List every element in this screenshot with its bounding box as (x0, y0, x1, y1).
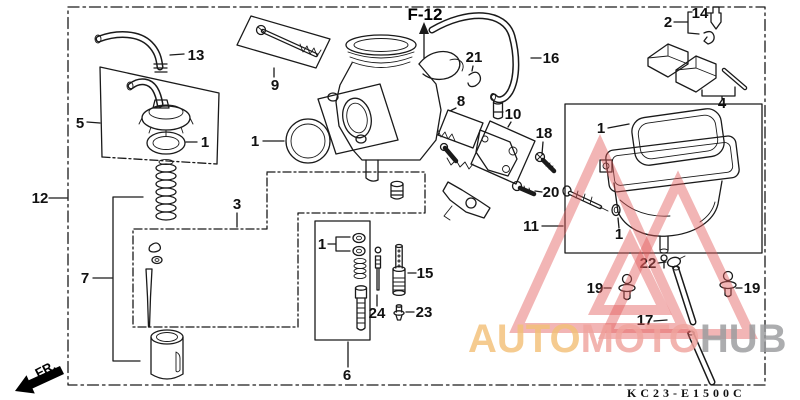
jet-needle-set (145, 242, 163, 328)
part-23-jet (393, 304, 405, 321)
part-15-needle-jet (392, 243, 406, 297)
callout-6: 6 (343, 367, 351, 384)
callout-23: 23 (416, 304, 433, 321)
section-ref-label: F-12 (408, 5, 443, 24)
watermark-text-auto: AUTO (468, 317, 581, 361)
watermark-triangle-large (509, 133, 691, 333)
part-18-screw (534, 151, 557, 174)
part-19-screw-left (618, 273, 636, 301)
part-14-float-valve (710, 6, 722, 30)
callout-12: 12 (32, 190, 49, 207)
callout-4: 4 (718, 95, 727, 112)
part-8-lever-set (437, 109, 491, 221)
part-17-drain-tubes (672, 265, 716, 386)
callout-21: 21 (466, 49, 483, 66)
part-13-pipe (94, 31, 168, 73)
callout-14: 14 (692, 5, 709, 22)
part-6-jet-set (314, 220, 371, 341)
callout-20: 20 (543, 184, 560, 201)
callout-labels: 13 5 1 9 F-12 12 7 3 1 21 16 8 10 18 20 … (32, 5, 761, 384)
watermark: AUTOMOTOHUB (468, 133, 787, 361)
callout-18: 18 (536, 125, 553, 142)
part-21-clip (467, 71, 482, 88)
part-5-cap-assembly (99, 66, 220, 165)
callout-19-right: 19 (744, 280, 761, 297)
callout-1-drain-oring: 1 (615, 226, 623, 243)
callout-15: 15 (417, 265, 434, 282)
callout-16: 16 (543, 50, 560, 67)
part-16-hose (428, 12, 520, 104)
callout-1-flange-oring: 1 (251, 133, 259, 150)
part-2-clip (703, 30, 715, 45)
callout-1-jet-washers: 1 (318, 236, 326, 253)
callout-5: 5 (76, 115, 84, 132)
watermark-text-hub: HUB (700, 317, 787, 361)
callout-10: 10 (505, 106, 522, 123)
section-ref-arrow (419, 22, 429, 59)
part-19-screw-right (719, 270, 737, 298)
part-3-region (132, 171, 426, 328)
watermark-triangle-small (588, 228, 672, 315)
part-4-float (647, 43, 748, 93)
watermark-triangle-right (598, 170, 758, 339)
callout-1-cap-oring: 1 (201, 134, 209, 151)
part-24-slow-jet (374, 246, 382, 291)
callout-24: 24 (369, 305, 386, 322)
part-9-screw-set (236, 15, 331, 69)
watermark-text-moto: MOTO (581, 317, 700, 361)
part-11-float-chamber (562, 103, 763, 269)
front-direction-marker: FR. (15, 358, 64, 394)
callout-11: 11 (523, 218, 539, 235)
callout-7: 7 (81, 270, 89, 287)
callout-22: 22 (640, 255, 657, 272)
callout-2: 2 (664, 14, 672, 31)
part-7-bracket (112, 196, 144, 362)
callout-8: 8 (457, 93, 465, 110)
diagram-frame (67, 6, 766, 386)
carburetor-body (317, 34, 504, 200)
callout-9: 9 (271, 77, 279, 94)
callout-1-bowl-gasket: 1 (597, 120, 605, 137)
callout-13: 13 (188, 47, 205, 64)
part-20-screw (511, 180, 537, 197)
part-10-bracket (470, 120, 536, 185)
flange-o-ring (285, 118, 331, 164)
front-arrow-icon (15, 366, 64, 394)
watermark-text: AUTOMOTOHUB (468, 317, 787, 361)
drawing-code: KC23-E1500C (627, 386, 746, 400)
callout-17: 17 (637, 312, 654, 329)
throttle-spring (155, 158, 177, 221)
callout-19-left: 19 (587, 280, 604, 297)
callout-3: 3 (233, 196, 241, 213)
leader-lines (48, 11, 743, 368)
throttle-slide (150, 329, 184, 380)
